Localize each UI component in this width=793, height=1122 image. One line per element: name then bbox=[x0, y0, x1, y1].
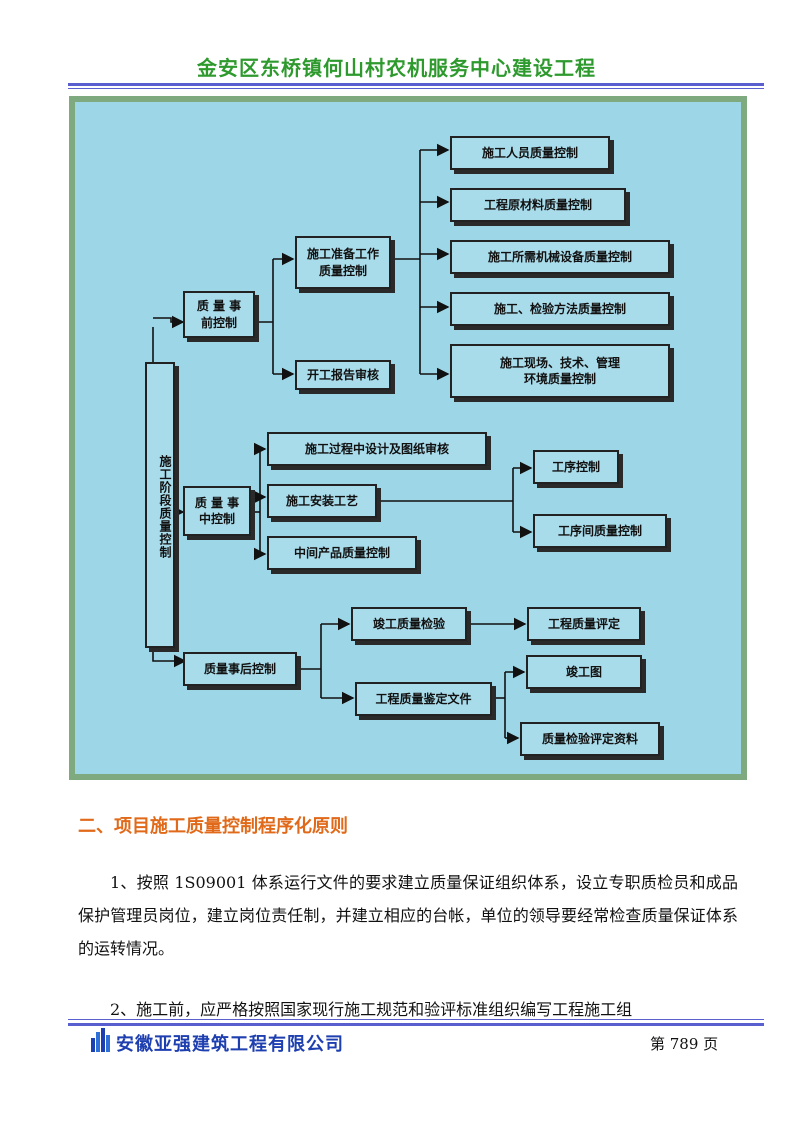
node-installation-craft: 施工安装工艺 bbox=[267, 484, 377, 518]
node-methods-quality: 施工、检验方法质量控制 bbox=[450, 292, 670, 326]
document-header-title: 金安区东桥镇何山村农机服务中心建设工程 bbox=[197, 56, 596, 80]
node-start-report-review: 开工报告审核 bbox=[295, 360, 391, 390]
footer-rule bbox=[68, 1023, 764, 1026]
paragraph-1: 1、按照 1S09001 体系运行文件的要求建立质量保证组织体系，设立专职质检员… bbox=[78, 873, 738, 958]
node-post-control: 质量事后控制 bbox=[183, 652, 297, 686]
header-rule bbox=[68, 83, 764, 86]
company-logo-icon bbox=[91, 1028, 110, 1052]
footer-company-name: 安徽亚强建筑工程有限公司 bbox=[116, 1034, 344, 1055]
node-personnel-quality: 施工人员质量控制 bbox=[450, 136, 610, 170]
node-prep-work-quality: 施工准备工作 质量控制 bbox=[295, 236, 391, 289]
node-inter-process-quality: 工序间质量控制 bbox=[533, 514, 667, 548]
node-intermediate-product-quality: 中间产品质量控制 bbox=[267, 536, 417, 570]
node-materials-quality: 工程原材料质量控制 bbox=[450, 188, 626, 222]
node-site-environment-quality: 施工现场、技术、管理 环境质量控制 bbox=[450, 344, 670, 398]
node-design-drawing-review: 施工过程中设计及图纸审核 bbox=[267, 432, 487, 466]
flowchart-connectors bbox=[152, 143, 533, 745]
node-quality-appraisal-docs: 工程质量鉴定文件 bbox=[355, 682, 492, 716]
node-inspection-assessment-data: 质量检验评定资料 bbox=[520, 722, 660, 756]
node-quality-assessment: 工程质量评定 bbox=[527, 607, 641, 641]
section-heading: 二、项目施工质量控制程序化原则 bbox=[78, 816, 348, 837]
node-pre-control: 质 量 事 前控制 bbox=[183, 291, 255, 338]
node-machinery-quality: 施工所需机械设备质量控制 bbox=[450, 240, 670, 274]
node-process-control: 工序控制 bbox=[533, 450, 619, 484]
paragraph-2: 2、施工前，应严格按照国家现行施工规范和验评标准组织编写工程施工组 bbox=[110, 1000, 633, 1019]
header-rule-thin bbox=[68, 88, 764, 89]
node-as-built-drawing: 竣工图 bbox=[526, 655, 642, 689]
node-construction-phase-quality-control: 施工阶段质量控制 bbox=[145, 362, 175, 648]
node-mid-control: 质 量 事 中控制 bbox=[183, 486, 251, 536]
page-number: 第 789 页 bbox=[650, 1035, 719, 1053]
footer-rule-thin bbox=[68, 1019, 764, 1020]
quality-control-flowchart: 施工阶段质量控制 质 量 事 前控制 施工准备工作 质量控制 开工报告审核 施工… bbox=[69, 96, 747, 780]
node-completion-inspection: 竣工质量检验 bbox=[351, 607, 467, 641]
